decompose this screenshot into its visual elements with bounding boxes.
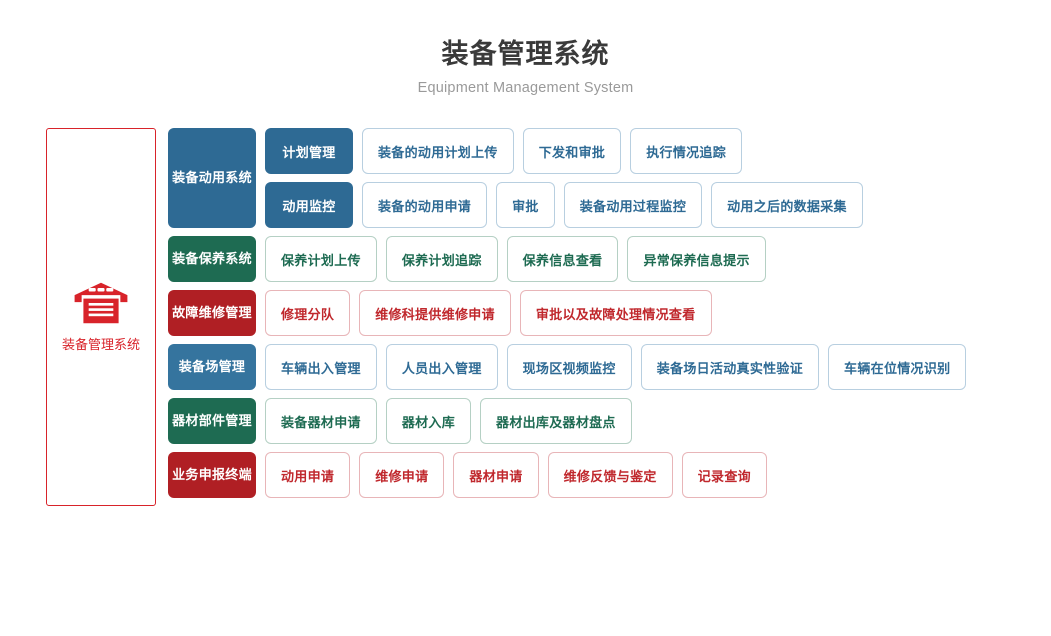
leaf-node[interactable]: 维修申请	[359, 452, 445, 498]
leaf-node[interactable]: 器材出库及器材盘点	[480, 398, 632, 444]
warehouse-icon	[74, 282, 128, 324]
category-block-depot-management[interactable]: 装备场管理	[168, 344, 256, 390]
sub-block-deployment-monitoring[interactable]: 动用监控	[265, 182, 353, 228]
subsystem-row-depot-management: 装备场管理 车辆出入管理 人员出入管理 现场区视频监控 装备场日活动真实性验证 …	[168, 344, 1051, 390]
leaf-node[interactable]: 执行情况追踪	[630, 128, 743, 174]
row-right-group: 装备器材申请 器材入库 器材出库及器材盘点	[265, 398, 1051, 444]
subrow-repair-items: 修理分队 维修科提供维修申请 审批以及故障处理情况查看	[265, 290, 1051, 336]
subrow-parts-items: 装备器材申请 器材入库 器材出库及器材盘点	[265, 398, 1051, 444]
subsystem-rows: 装备动用系统 计划管理 装备的动用计划上传 下发和审批 执行情况追踪 动用监控 …	[168, 128, 1051, 498]
leaf-node[interactable]: 装备动用过程监控	[563, 182, 703, 228]
page-title: 装备管理系统	[441, 39, 610, 69]
leaf-node[interactable]: 车辆出入管理	[265, 344, 377, 390]
root-system-panel[interactable]: 装备管理系统	[46, 128, 156, 506]
subsystem-row-equipment-deployment: 装备动用系统 计划管理 装备的动用计划上传 下发和审批 执行情况追踪 动用监控 …	[168, 128, 1051, 228]
page-subtitle: Equipment Management System	[417, 79, 634, 96]
leaf-node[interactable]: 修理分队	[265, 290, 351, 336]
row-right-group: 保养计划上传 保养计划追踪 保养信息查看 异常保养信息提示	[265, 236, 1051, 282]
leaf-node[interactable]: 记录查询	[681, 452, 767, 498]
system-architecture-diagram: 装备管理系统 装备动用系统 计划管理 装备的动用计划上传 下发和审批 执行情况追…	[0, 128, 1051, 506]
leaf-node[interactable]: 装备的动用计划上传	[362, 128, 514, 174]
leaf-node[interactable]: 审批	[496, 182, 555, 228]
category-block-fault-repair[interactable]: 故障维修管理	[168, 290, 256, 336]
leaf-node[interactable]: 车辆在位情况识别	[828, 344, 967, 390]
subrow-plan-management: 计划管理 装备的动用计划上传 下发和审批 执行情况追踪	[265, 128, 1051, 174]
leaf-node[interactable]: 动用之后的数据采集	[711, 182, 863, 228]
leaf-node[interactable]: 审批以及故障处理情况查看	[519, 290, 712, 336]
leaf-node[interactable]: 维修科提供维修申请	[359, 290, 511, 336]
subsystem-row-fault-repair: 故障维修管理 修理分队 维修科提供维修申请 审批以及故障处理情况查看	[168, 290, 1051, 336]
subsystem-row-business-declaration: 业务申报终端 动用申请 维修申请 器材申请 维修反馈与鉴定 记录查询	[168, 452, 1051, 498]
leaf-node[interactable]: 下发和审批	[522, 128, 622, 174]
root-system-label: 装备管理系统	[61, 337, 140, 352]
category-block-equipment-maintenance[interactable]: 装备保养系统	[168, 236, 256, 282]
subrow-declaration-items: 动用申请 维修申请 器材申请 维修反馈与鉴定 记录查询	[265, 452, 1051, 498]
row-right-group: 修理分队 维修科提供维修申请 审批以及故障处理情况查看	[265, 290, 1051, 336]
leaf-node[interactable]: 维修反馈与鉴定	[547, 452, 673, 498]
subrow-depot-items: 车辆出入管理 人员出入管理 现场区视频监控 装备场日活动真实性验证 车辆在位情况…	[265, 344, 1051, 390]
row-right-group: 车辆出入管理 人员出入管理 现场区视频监控 装备场日活动真实性验证 车辆在位情况…	[265, 344, 1051, 390]
leaf-node[interactable]: 器材申请	[453, 452, 539, 498]
leaf-node[interactable]: 保养信息查看	[506, 236, 619, 282]
leaf-node[interactable]: 装备的动用申请	[362, 182, 488, 228]
subsystem-row-parts-management: 器材部件管理 装备器材申请 器材入库 器材出库及器材盘点	[168, 398, 1051, 444]
leaf-node[interactable]: 异常保养信息提示	[627, 236, 766, 282]
category-block-parts-management[interactable]: 器材部件管理	[168, 398, 256, 444]
sub-block-plan-management[interactable]: 计划管理	[265, 128, 353, 174]
row-right-group: 动用申请 维修申请 器材申请 维修反馈与鉴定 记录查询	[265, 452, 1051, 498]
leaf-node[interactable]: 装备场日活动真实性验证	[640, 344, 820, 390]
subrow-maintenance-items: 保养计划上传 保养计划追踪 保养信息查看 异常保养信息提示	[265, 236, 1051, 282]
leaf-node[interactable]: 动用申请	[265, 452, 351, 498]
subsystem-row-equipment-maintenance: 装备保养系统 保养计划上传 保养计划追踪 保养信息查看 异常保养信息提示	[168, 236, 1051, 282]
leaf-node[interactable]: 装备器材申请	[265, 398, 377, 444]
leaf-node[interactable]: 器材入库	[385, 398, 472, 444]
leaf-node[interactable]: 保养计划上传	[265, 236, 377, 282]
leaf-node[interactable]: 现场区视频监控	[506, 344, 632, 390]
leaf-node[interactable]: 人员出入管理	[385, 344, 498, 390]
page-header: 装备管理系统 Equipment Management System	[0, 0, 1051, 96]
row-right-group: 计划管理 装备的动用计划上传 下发和审批 执行情况追踪 动用监控 装备的动用申请…	[265, 128, 1051, 228]
subrow-deployment-monitoring: 动用监控 装备的动用申请 审批 装备动用过程监控 动用之后的数据采集	[265, 182, 1051, 228]
category-block-business-declaration[interactable]: 业务申报终端	[168, 452, 256, 498]
category-block-equipment-deployment[interactable]: 装备动用系统	[168, 128, 256, 228]
leaf-node[interactable]: 保养计划追踪	[385, 236, 498, 282]
